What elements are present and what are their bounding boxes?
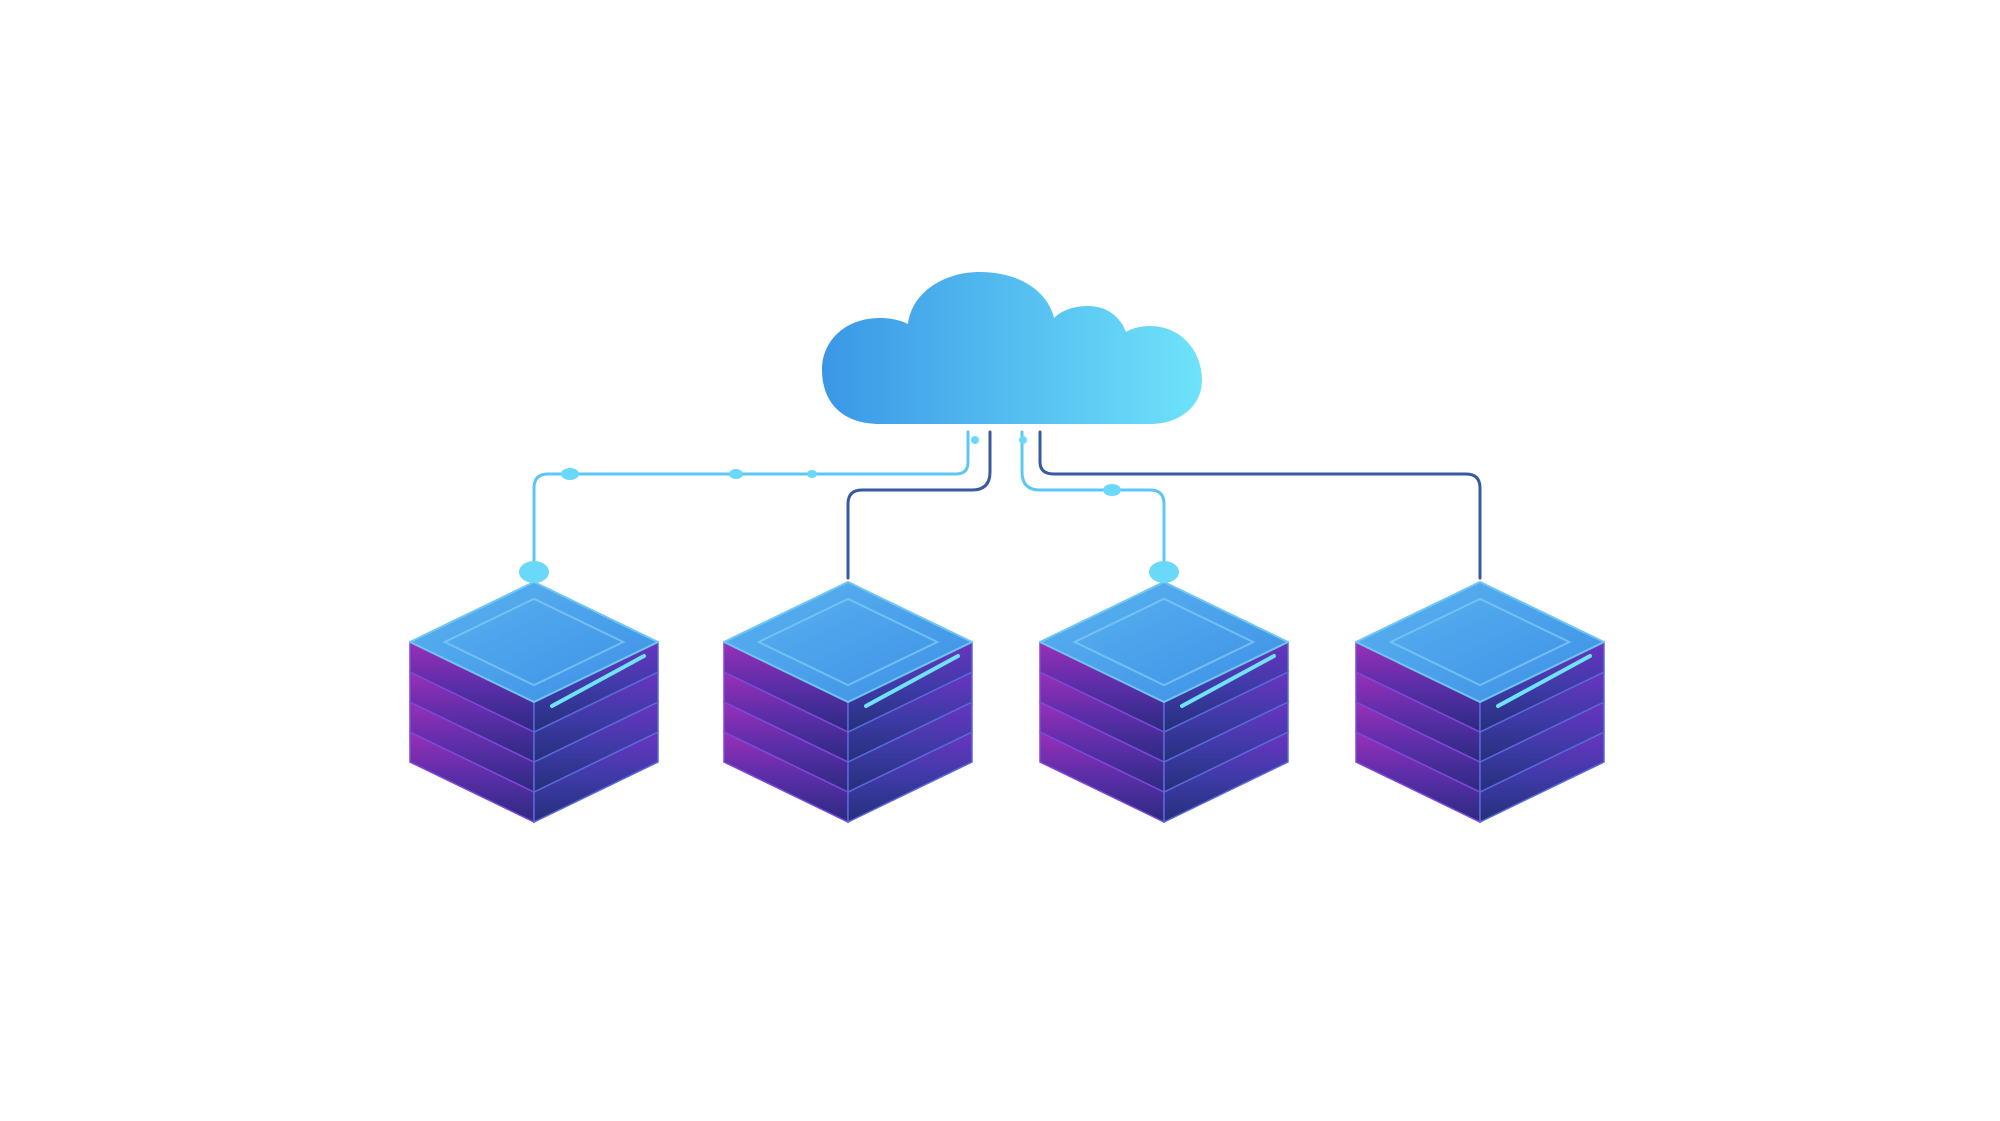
server-status-bar <box>1180 654 1276 708</box>
server-stack-icon <box>1039 561 1289 824</box>
server-group <box>409 561 1605 824</box>
connection-lines <box>532 430 1482 580</box>
line-node <box>971 436 979 444</box>
server-top-panel <box>442 597 626 687</box>
line-node <box>729 469 743 479</box>
connector-line-2 <box>846 430 992 580</box>
connector-line-3 <box>1020 430 1166 572</box>
server-top-panel <box>1388 597 1572 687</box>
server-status-bar <box>1496 654 1592 708</box>
line-node <box>1103 484 1121 496</box>
connector-node <box>519 561 549 583</box>
server-stack-icon <box>409 561 659 824</box>
connector-line-1 <box>532 430 970 572</box>
server-top-face <box>1039 581 1289 703</box>
server-top-panel <box>756 597 940 687</box>
server-stack-icon <box>1355 581 1605 824</box>
line-node <box>807 470 817 478</box>
server-status-bar <box>864 654 960 708</box>
connector-node <box>1149 561 1179 583</box>
line-node <box>1019 436 1027 444</box>
line-nodes <box>561 436 1121 496</box>
line-node <box>561 468 579 480</box>
server-top-face <box>723 581 973 703</box>
server-top-face <box>409 581 659 703</box>
server-stack-icon <box>723 581 973 824</box>
server-status-bar <box>550 654 646 708</box>
server-top-panel <box>1072 597 1256 687</box>
cloud-icon <box>822 272 1202 424</box>
server-top-face <box>1355 581 1605 703</box>
connector-line-4 <box>1038 430 1482 580</box>
